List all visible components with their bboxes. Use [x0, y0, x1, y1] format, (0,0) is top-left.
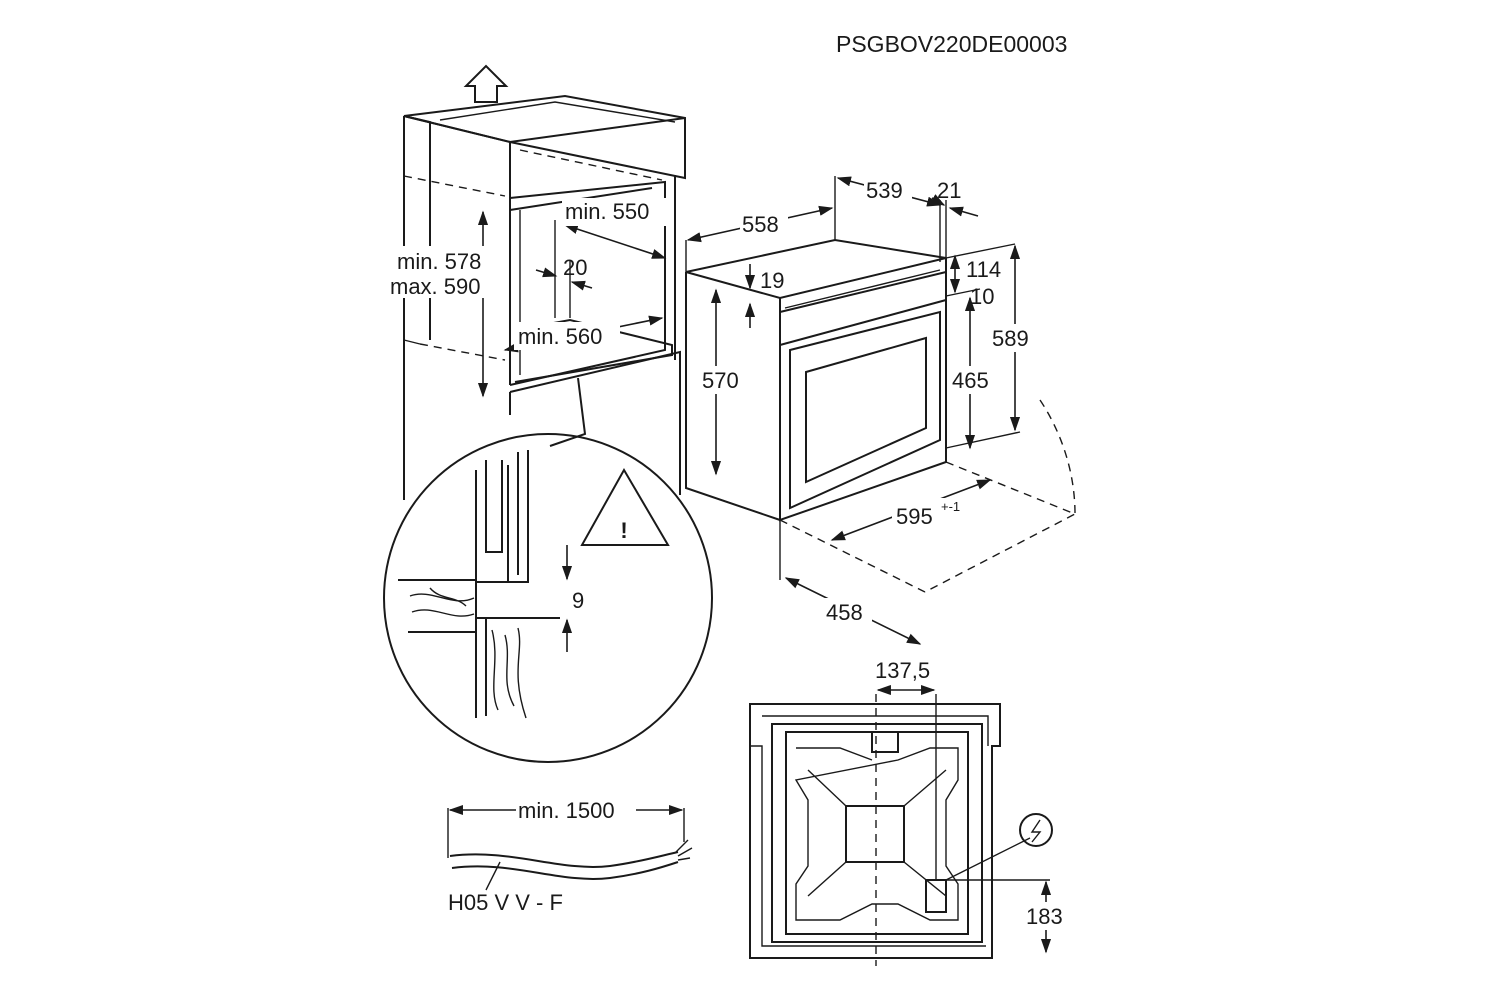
electric-hazard-icon	[1019, 813, 1053, 847]
power-cable	[447, 808, 693, 891]
detail-gap-label: 9	[572, 588, 584, 613]
cable-length-label: min. 1500	[518, 798, 615, 823]
cabinet-gap-label: 20	[563, 255, 587, 280]
oven-width-tolerance-label: +-1	[941, 499, 960, 514]
cable-type-label: H05 V V - F	[448, 890, 563, 915]
oven-door-height-label: 465	[952, 368, 989, 393]
back-socket-height-label: 183	[1026, 904, 1063, 929]
document-code: PSGBOV220DE00003	[836, 31, 1067, 57]
oven-body-depth-label: 539	[866, 178, 903, 203]
oven-panel-height-label: 114	[966, 257, 1001, 282]
oven-height-label: 570	[702, 368, 739, 393]
oven-front-thickness-label: 21	[937, 178, 961, 203]
oven-panel-gap-label: 10	[970, 284, 994, 309]
cabinet-depth-label: min. 560	[518, 324, 602, 349]
warning-triangle-icon	[580, 467, 670, 546]
cabinet-height-min-label: min. 578	[397, 249, 481, 274]
oven-total-height-label: 589	[992, 326, 1029, 351]
warning-symbol: !	[620, 518, 627, 543]
detail-magnifier: ! 9	[383, 433, 713, 763]
back-offset-label: 137,5	[875, 658, 930, 683]
cabinet-height-max-label: max. 590	[390, 274, 481, 299]
ventilation-arrow-icon	[463, 64, 509, 103]
oven-front-top-offset-label: 19	[760, 268, 784, 293]
oven-back-view	[749, 694, 1053, 966]
oven-width-label: 595	[896, 504, 933, 529]
cabinet-width-label: min. 550	[565, 199, 649, 224]
oven-depth-label: 558	[742, 212, 779, 237]
oven-door-swing-label: 458	[826, 600, 863, 625]
